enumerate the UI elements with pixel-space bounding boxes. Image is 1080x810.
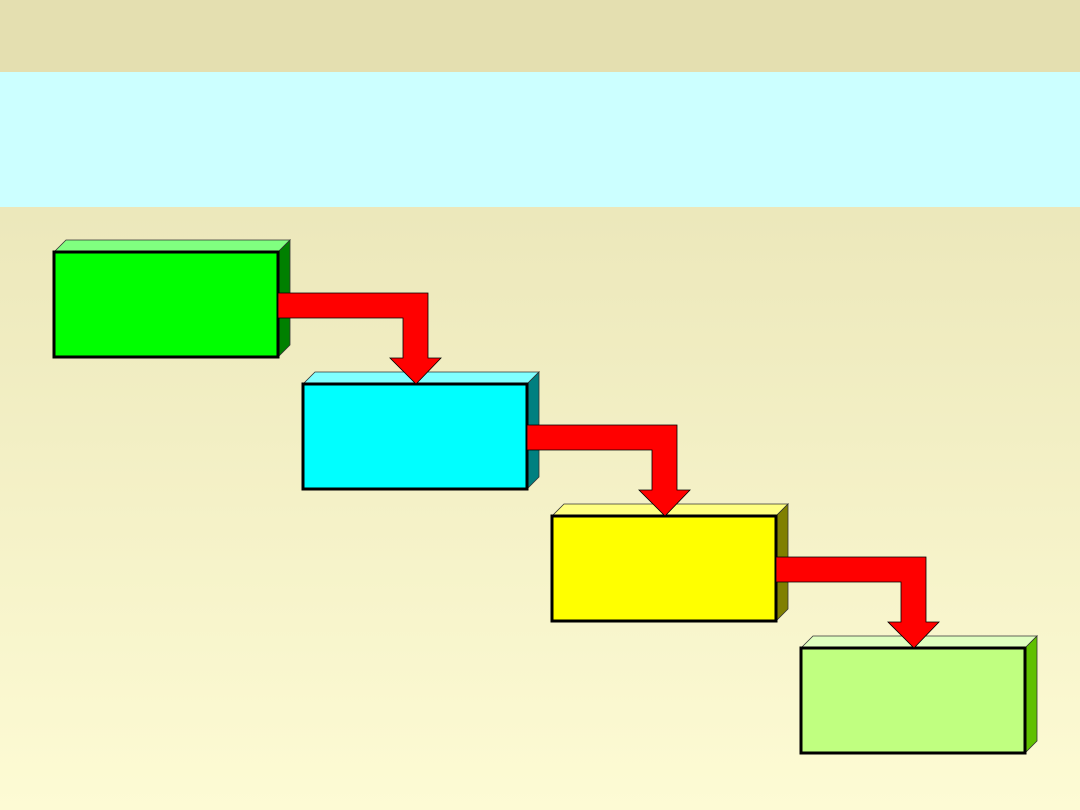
step-4-box-side [1024, 635, 1038, 754]
top-band [0, 0, 1080, 72]
arrow-3-to-4 [775, 556, 940, 649]
step-1-box [52, 250, 280, 359]
step-2-box [301, 382, 529, 491]
title-band [0, 72, 1080, 207]
step-3-box [550, 514, 778, 623]
arrow-1-to-2 [277, 292, 442, 385]
step-4-box [799, 646, 1027, 755]
arrow-2-to-3 [526, 424, 691, 517]
step-1-box-top [53, 239, 291, 253]
